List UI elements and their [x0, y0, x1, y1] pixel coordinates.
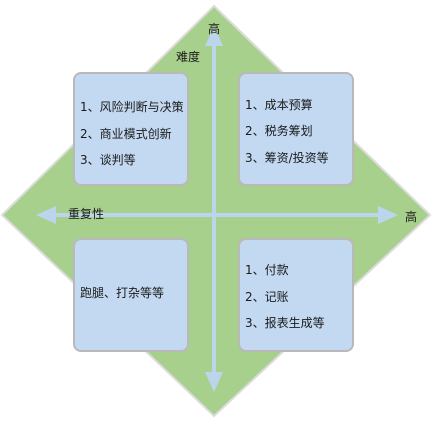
vertical-axis-arrowhead-bottom [205, 372, 223, 392]
quadrant-item: 2、记账 [245, 290, 289, 304]
horizontal-axis-arrowhead-right [378, 206, 398, 224]
quadrant-item: 1、风险判断与决策 [80, 100, 184, 114]
quadrant-top-right: 1、成本预算 2、税务筹划 3、筹资/投资等 [238, 72, 354, 186]
vertical-axis-line [212, 44, 216, 376]
quadrant-item: 3、谈判等 [80, 153, 136, 167]
quadrant-top-left: 1、风险判断与决策 2、商业模式创新 3、谈判等 [73, 72, 189, 186]
quadrant-item: 3、报表生成等 [245, 316, 325, 330]
quadrant-bottom-left: 跑腿、打杂等等 [73, 238, 189, 352]
quadrant-item: 2、商业模式创新 [80, 127, 172, 141]
vertical-axis-arrowhead-top [205, 26, 223, 46]
quadrant-item: 跑腿、打杂等等 [80, 286, 165, 300]
quadrant-item: 1、付款 [245, 263, 289, 277]
quadrant-item: 1、成本预算 [245, 98, 313, 112]
horizontal-axis-high-label: 高 [405, 210, 418, 224]
quadrant-bottom-right: 1、付款 2、记账 3、报表生成等 [238, 238, 354, 352]
horizontal-axis-line [54, 213, 378, 217]
quadrant-item: 2、税务筹划 [245, 124, 313, 138]
vertical-axis-high-label: 高 [208, 22, 221, 36]
horizontal-axis-label: 重复性 [68, 207, 105, 221]
vertical-axis-label: 难度 [176, 50, 201, 64]
quadrant-item: 3、筹资/投资等 [245, 151, 329, 165]
horizontal-axis-arrowhead-left [36, 206, 56, 224]
